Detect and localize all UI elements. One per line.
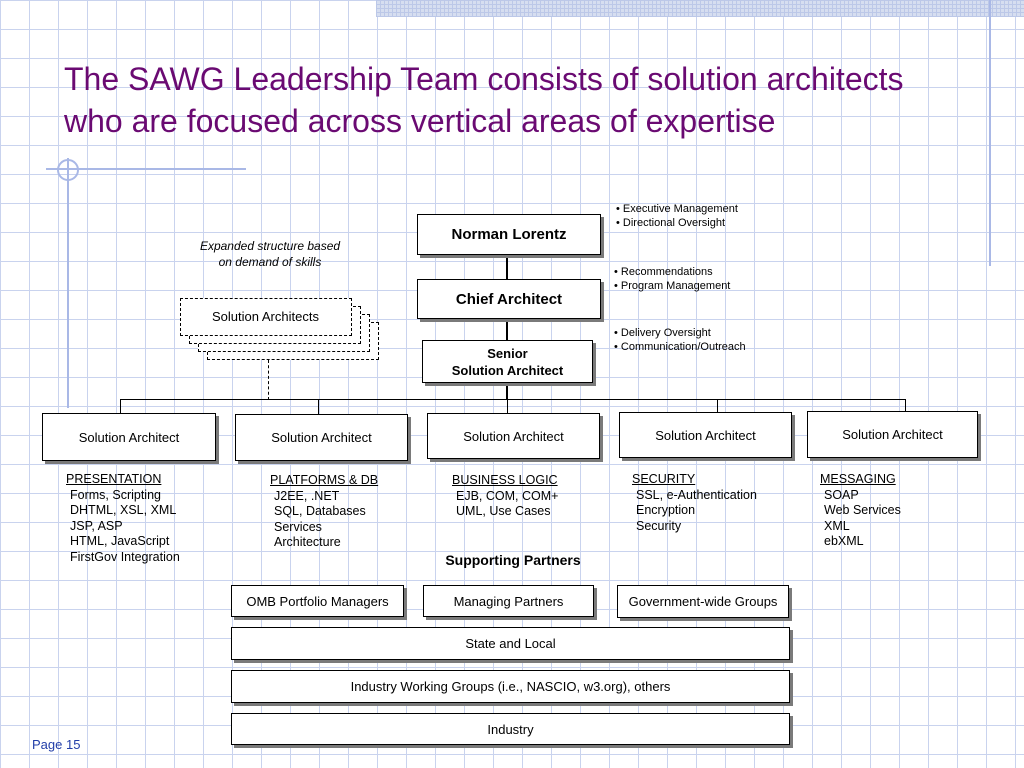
skill-item: Forms, Scripting <box>70 487 161 502</box>
drop-line-4 <box>717 399 718 412</box>
stack-box-front <box>180 298 352 336</box>
skill-item: Architecture <box>274 535 341 549</box>
skills-presentation: PRESENTATION Forms, Scripting DHTML, XSL… <box>66 472 180 565</box>
header-band <box>376 0 1024 17</box>
skill-heading: PRESENTATION <box>66 472 162 486</box>
title-underline <box>46 168 246 170</box>
partner-label: Industry Working Groups (i.e., NASCIO, w… <box>350 679 671 694</box>
title-line-2: who are focused across vertical areas of… <box>64 103 776 139</box>
annotation-item: Delivery Oversight <box>614 326 746 340</box>
skill-item: DHTML, XSL, XML <box>70 503 177 517</box>
chief-architect-label: Chief Architect <box>455 290 563 308</box>
expanded-structure-note: Expanded structure based on demand of sk… <box>178 238 362 270</box>
supporting-partners-heading: Supporting Partners <box>445 552 581 568</box>
senior-architect-box: Senior Solution Architect <box>422 340 593 383</box>
architect-label: Solution Architect <box>78 429 180 445</box>
annotation-chief: Recommendations Program Management <box>614 265 730 293</box>
skills-business-logic: BUSINESS LOGIC EJB, COM, COM+ UML, Use C… <box>452 473 558 520</box>
drop-line-3 <box>507 399 508 413</box>
title-line-1: The SAWG Leadership Team consists of sol… <box>64 61 904 97</box>
skill-item: SQL, Databases <box>274 504 366 518</box>
skill-item: SSL, e-Authentication <box>636 487 757 502</box>
architect-box-4: Solution Architect <box>619 412 792 458</box>
partner-label: State and Local <box>465 636 556 651</box>
drop-line-2 <box>318 399 319 414</box>
drop-line-5 <box>905 399 906 412</box>
architect-label: Solution Architect <box>655 427 756 443</box>
skill-heading: BUSINESS LOGIC <box>452 473 558 487</box>
skill-item: Encryption <box>636 503 696 517</box>
partner-box-managing: Managing Partners <box>423 585 594 617</box>
partner-label: Industry <box>487 721 534 737</box>
architect-label: Solution Architect <box>271 430 372 445</box>
architect-box-1: Solution Architect <box>42 413 216 461</box>
architect-box-3: Solution Architect <box>427 413 600 459</box>
connector-senior-bus <box>506 384 508 400</box>
annotation-item: Communication/Outreach <box>614 340 746 354</box>
skill-item: J2EE, .NET <box>274 488 340 503</box>
senior-label-line-2: Solution Architect <box>451 362 564 378</box>
skills-messaging: MESSAGING SOAP Web Services XML ebXML <box>820 472 901 550</box>
left-rail-line <box>67 158 69 408</box>
architect-box-5: Solution Architect <box>807 411 978 458</box>
skill-item: SOAP <box>824 487 859 502</box>
annotation-item: Directional Oversight <box>616 216 738 230</box>
skill-item: UML, Use Cases <box>456 504 551 518</box>
partner-label: Government-wide Groups <box>628 594 778 609</box>
skill-heading: PLATFORMS & DB <box>270 473 379 487</box>
annotation-item: Executive Management <box>616 202 738 216</box>
architect-label: Solution Architect <box>463 428 564 444</box>
top-executive-box: Norman Lorentz <box>417 214 601 255</box>
partner-box-government: Government-wide Groups <box>617 585 789 618</box>
skill-item: FirstGov Integration <box>70 549 180 564</box>
page-title: The SAWG Leadership Team consists of sol… <box>64 58 984 142</box>
note-line-2: on demand of skills <box>218 255 322 269</box>
note-line-1: Expanded structure based <box>199 239 341 253</box>
skill-item: ebXML <box>824 534 864 548</box>
partner-box-industry-groups: Industry Working Groups (i.e., NASCIO, w… <box>231 670 790 703</box>
chief-architect-box: Chief Architect <box>417 279 601 319</box>
architect-label: Solution Architect <box>842 427 943 442</box>
connector-top-chief <box>506 256 508 280</box>
drop-line-1 <box>120 399 121 413</box>
annotation-top: Executive Management Directional Oversig… <box>616 202 738 230</box>
skill-item: JSP, ASP <box>70 518 123 533</box>
skills-platforms: PLATFORMS & DB J2EE, .NET SQL, Databases… <box>270 473 378 551</box>
skills-security: SECURITY SSL, e-Authentication Encryptio… <box>632 472 757 534</box>
skill-item: Web Services <box>824 503 901 517</box>
connector-chief-senior <box>506 320 508 340</box>
annotation-senior: Delivery Oversight Communication/Outreac… <box>614 326 746 354</box>
page-number: Page 15 <box>32 737 81 752</box>
skill-heading: MESSAGING <box>820 472 896 486</box>
partner-label: OMB Portfolio Managers <box>246 593 389 609</box>
right-rail-line <box>989 0 991 266</box>
horizontal-bus <box>120 399 906 400</box>
solution-architects-pool-label: Solution Architects <box>212 309 319 324</box>
partner-box-industry: Industry <box>231 713 790 745</box>
crosshair-ornament <box>57 159 79 181</box>
skill-item: Services <box>274 519 322 534</box>
skill-item: HTML, JavaScript <box>70 534 170 548</box>
annotation-item: Program Management <box>614 279 730 293</box>
skill-item: EJB, COM, COM+ <box>456 488 559 503</box>
dashed-connector <box>268 360 269 400</box>
partner-box-omb: OMB Portfolio Managers <box>231 585 404 617</box>
skill-item: Security <box>636 518 682 533</box>
skill-heading: SECURITY <box>632 472 696 486</box>
top-executive-label: Norman Lorentz <box>451 226 567 243</box>
partner-label: Managing Partners <box>453 593 564 609</box>
skill-item: XML <box>824 518 850 533</box>
senior-label-line-1: Senior <box>487 345 528 361</box>
partner-box-state-local: State and Local <box>231 627 790 660</box>
architect-box-2: Solution Architect <box>235 414 408 461</box>
annotation-item: Recommendations <box>614 265 730 279</box>
